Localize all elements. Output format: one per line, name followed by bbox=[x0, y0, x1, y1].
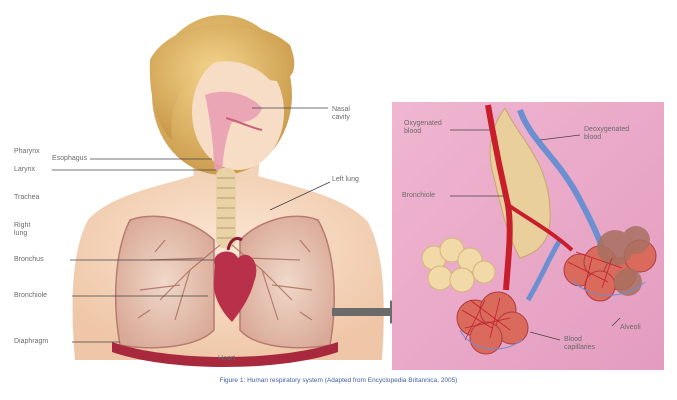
label-deoxygenated-blood: Deoxygenated blood bbox=[584, 126, 634, 142]
label-bronchus: Bronchus bbox=[14, 256, 44, 264]
label-blood-capillaries: Blood capillaries bbox=[564, 336, 604, 352]
label-pharynx: Pharynx bbox=[14, 148, 40, 156]
label-left-lung: Left lung bbox=[332, 176, 359, 184]
label-esophagus: Esophagus bbox=[52, 155, 87, 163]
label-diaphragm: Diaphragm bbox=[14, 338, 48, 346]
label-bronchiole: Bronchiole bbox=[14, 292, 47, 300]
label-bronchiole-inset: Bronchiole bbox=[402, 192, 435, 200]
label-heart: Heart bbox=[218, 355, 235, 363]
label-right-lung: Right lung bbox=[14, 222, 44, 238]
head bbox=[150, 15, 294, 175]
label-oxygenated-blood: Oxygenated blood bbox=[404, 120, 448, 136]
trachea bbox=[216, 168, 236, 248]
label-alveoli: Alveoli bbox=[620, 324, 641, 332]
label-larynx: Larynx bbox=[14, 166, 35, 174]
label-nasal-cavity: Nasal cavity bbox=[332, 106, 360, 122]
figure-caption: Figure 1: Human respiratory system (Adap… bbox=[0, 377, 677, 384]
label-trachea: Trachea bbox=[14, 194, 39, 202]
